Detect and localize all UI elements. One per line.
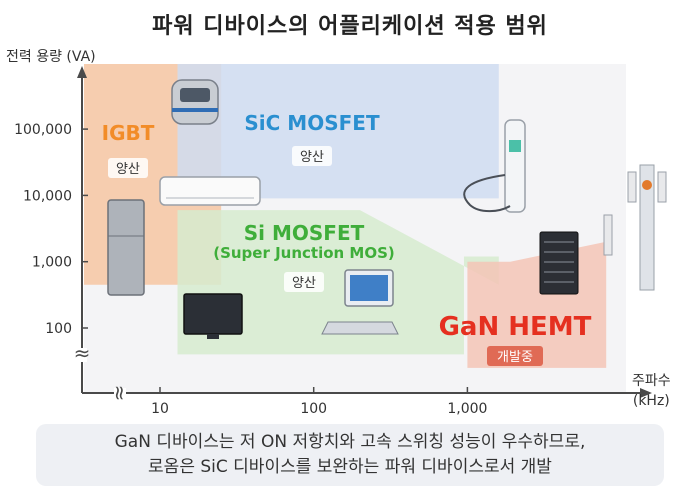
region-label-si-mosfet: Si MOSFET — [244, 221, 365, 245]
antenna-panel-icon — [603, 214, 613, 256]
region-si-mosfet — [177, 210, 499, 355]
status-badge-igbt — [108, 158, 148, 178]
antenna-panel-icon — [627, 171, 637, 203]
ev-charger-cable-icon — [463, 174, 511, 213]
status-badge-label-gan-hemt: 개발중 — [497, 350, 533, 365]
antenna-amplifier-icon — [642, 180, 652, 190]
train-window-icon — [180, 88, 210, 102]
region-sic-mosfet — [177, 64, 499, 199]
caption-line-2: 로옴은 SiC 디바이스를 보완하는 파워 디바이스로서 개발 — [148, 457, 552, 477]
region-label-sic-mosfet: SiC MOSFET — [244, 111, 380, 135]
caption-line-1: GaN 디바이스는 저 ON 저항치와 고속 스위칭 성능이 우수하므로, — [114, 432, 586, 452]
y-axis-break-mark: ≈ — [74, 341, 91, 365]
x-tick-label: 1,000 — [447, 401, 487, 417]
status-badge-label-sic-mosfet: 양산 — [300, 150, 324, 165]
air-conditioner-icon — [159, 176, 261, 206]
y-tick-label: 100,000 — [14, 122, 72, 138]
x-axis-arrow — [640, 388, 652, 398]
status-badge-gan-hemt — [487, 346, 543, 366]
y-tick-label: 10,000 — [23, 188, 72, 204]
refrigerator-icon — [107, 199, 145, 296]
ev-charger-icon — [504, 119, 526, 213]
ev-charger-display-icon — [509, 140, 521, 152]
antenna-panel-icon — [657, 171, 667, 203]
region-sublabel-si-mosfet: (Super Junction MOS) — [213, 244, 395, 262]
status-badge-label-si-mosfet: 양산 — [292, 276, 316, 291]
status-badge-si-mosfet — [284, 272, 324, 292]
region-label-igbt: IGBT — [102, 121, 155, 145]
x-axis-break-mark: ≈ — [108, 385, 132, 402]
pc-screen-icon — [350, 275, 388, 301]
status-badge-sic-mosfet — [292, 146, 332, 166]
train-stripe-icon — [172, 108, 218, 112]
x-tick-label: 100 — [300, 401, 327, 417]
x-axis-label-line1: 주파수 — [632, 373, 671, 389]
y-axis-break-gap — [77, 348, 87, 362]
x-axis-break-gap — [114, 388, 126, 398]
caption-box: GaN 디바이스는 저 ON 저항치와 고속 스위칭 성능이 우수하므로, 로옴… — [36, 424, 664, 486]
y-tick-label: 1,000 — [32, 255, 72, 271]
status-badge-label-igbt: 양산 — [116, 162, 140, 177]
television-icon — [183, 293, 243, 335]
y-tick-label: 100 — [45, 321, 72, 337]
television-stand-icon — [207, 334, 219, 339]
base-station-icon — [639, 164, 655, 291]
keyboard-icon — [321, 321, 399, 335]
x-axis-label: 주파수 (kHz) — [632, 371, 671, 411]
x-axis-label-line2: (kHz) — [632, 393, 670, 409]
region-label-gan-hemt: GaN HEMT — [439, 312, 592, 342]
x-tick-label: 10 — [151, 401, 169, 417]
y-axis-label: 전력 용량 (VA) — [6, 49, 96, 65]
y-axis-arrow — [77, 66, 87, 78]
chart-title: 파워 디바이스의 어플리케이션 적용 범위 — [152, 14, 548, 39]
